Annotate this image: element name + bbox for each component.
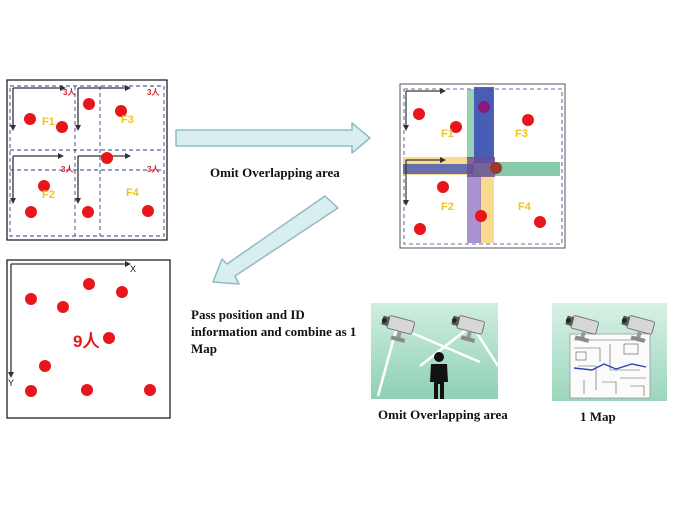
person-dot (115, 105, 127, 117)
person-dot (534, 216, 546, 228)
person-dot (82, 206, 94, 218)
person-dot (450, 121, 462, 133)
combined-map: X Y 9人 (6, 259, 171, 419)
person-dot (38, 180, 50, 192)
count-label-f1: 3人 (63, 87, 76, 97)
person-dot (475, 210, 487, 222)
axis-x-label: X (130, 264, 136, 274)
floor-plan-icon (569, 333, 651, 399)
person-dot (57, 301, 69, 313)
person-dot (413, 108, 425, 120)
arrow-right-icon (175, 122, 371, 154)
arrow-down-left-icon (212, 195, 339, 285)
area-label-f4: F4 (126, 187, 140, 199)
count-label-f4: 3人 (147, 164, 160, 174)
area-label-f1: F1 (42, 116, 55, 128)
person-dot (24, 113, 36, 125)
person-dot (144, 384, 156, 396)
person-dot (142, 205, 154, 217)
area-label-f2: F2 (42, 189, 55, 201)
area-label-f3: F3 (121, 114, 134, 126)
person-dot (81, 384, 93, 396)
count-label-f2: 3人 (61, 164, 74, 174)
person-dot (25, 206, 37, 218)
area-label-f4: F4 (518, 201, 532, 213)
person-dot (25, 385, 37, 397)
person-dot (437, 181, 449, 193)
person-dot (25, 293, 37, 305)
count-label-f3: 3人 (147, 87, 160, 97)
caption-pass-info: Pass position and ID information and com… (191, 307, 357, 356)
overlap-camera-photo (371, 303, 500, 399)
caption-omit-overlap-bottom: Omit Overlapping area (378, 407, 508, 422)
area-label-f1: F1 (441, 128, 454, 140)
person-dot (39, 360, 51, 372)
person-dot (490, 162, 502, 174)
top-left-grid: F1 F3 F2 F4 3人 3人 3人 3人 (6, 79, 168, 241)
person-dot (414, 223, 426, 235)
person-dot (116, 286, 128, 298)
person-dot (56, 121, 68, 133)
person-dot (101, 152, 113, 164)
top-right-grid: F1 F3 F2 F4 (399, 83, 566, 249)
area-label-f3: F3 (515, 128, 528, 140)
person-dot (522, 114, 534, 126)
person-dot (83, 98, 95, 110)
caption-omit-overlap-top: Omit Overlapping area (210, 165, 340, 180)
person-dot (83, 278, 95, 290)
caption-one-map: 1 Map (580, 409, 616, 424)
total-count-label: 9人 (73, 332, 100, 351)
person-dot (478, 101, 490, 113)
one-map-photo (552, 303, 667, 401)
axis-y-label: Y (8, 378, 14, 388)
person-icon (430, 352, 448, 399)
area-label-f2: F2 (441, 201, 454, 213)
person-dot (103, 332, 115, 344)
